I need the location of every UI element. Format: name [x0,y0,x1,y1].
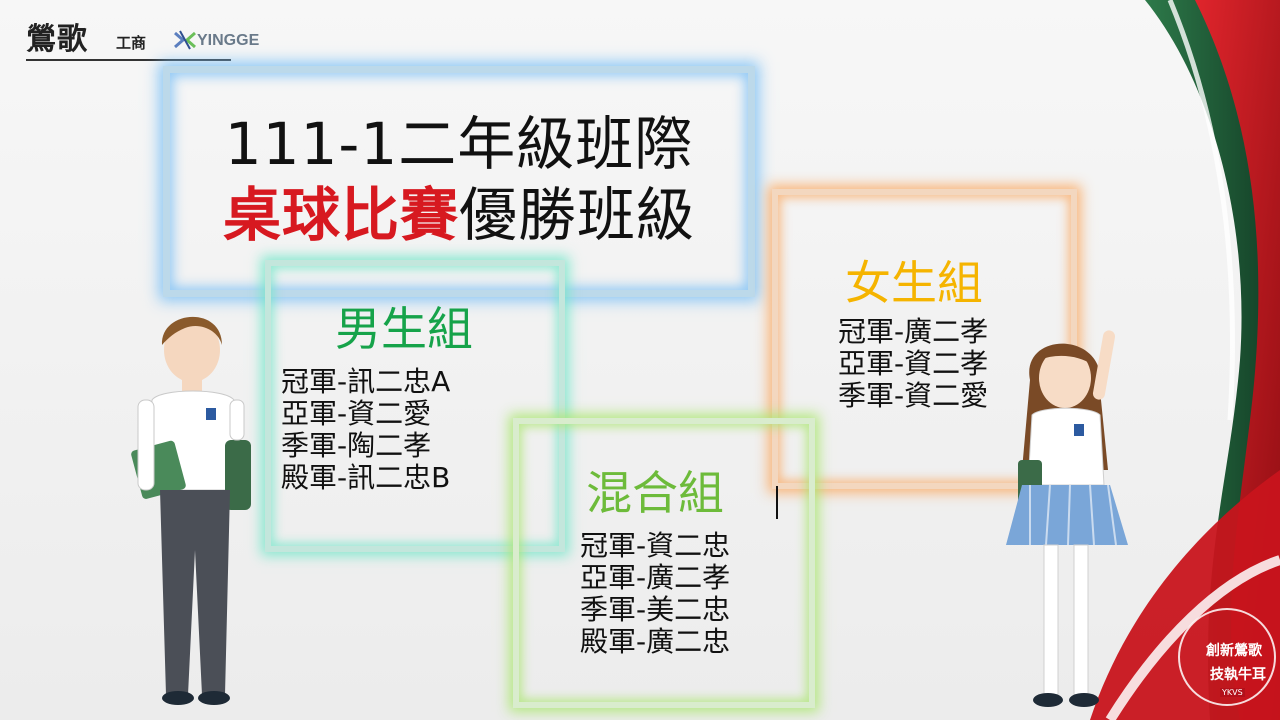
logo-english-name: YINGGE [197,32,260,49]
badge-line-2: 技執牛耳 [1210,667,1266,683]
list-item: 冠軍-廣二孝 [838,315,989,348]
girls-results-list: 冠軍-廣二孝 亞軍-資二孝 季軍-資二愛 [838,316,988,412]
badge-circle [1178,608,1276,706]
list-item: 冠軍-訊二忠A [281,365,451,398]
badge-emblem-icon: 創新鶯歌 技執牛耳 YKVS [1170,600,1280,710]
badge-line-1: 創新鶯歌 [1206,643,1262,659]
mixed-group-title: 混合組 [586,466,724,520]
girls-frame [772,189,1077,489]
list-item: 殿軍-廣二忠 [580,625,731,658]
logo-chinese-name: 鶯歌 [26,22,88,57]
list-item: 季軍-美二忠 [580,593,731,626]
page-title-line-2: 桌球比賽優勝班級 [163,186,755,244]
boys-frame [265,260,565,552]
boy-student-illustration [131,316,251,705]
list-item: 殿軍-訊二忠B [281,461,451,494]
badge-tag: YKVS [1220,688,1245,697]
list-item: 亞軍-資二孝 [838,347,989,380]
girl-student-illustration [1006,330,1128,707]
logo-subtitle: 工商 [116,34,147,52]
list-item: 季軍-資二愛 [838,379,989,412]
list-item: 亞軍-資二愛 [281,397,432,430]
school-logo: 鶯歌 工商 YINGGE [26,12,259,61]
title-frame [163,66,755,297]
title-rest: 優勝班級 [459,181,696,249]
text-cursor [776,486,778,519]
girls-group-title: 女生組 [845,256,983,310]
boys-group-title: 男生組 [335,302,473,356]
mixed-results-list: 冠軍-資二忠 亞軍-廣二孝 季軍-美二忠 殿軍-廣二忠 [580,530,730,658]
yingge-logo-icon [174,30,196,50]
list-item: 冠軍-資二忠 [580,529,731,562]
page-title-line-1: 111-1二年級班際 [224,110,694,178]
mixed-frame [513,418,815,708]
title-highlight: 桌球比賽 [222,181,459,249]
logo-underline [26,59,231,61]
boys-results-list: 冠軍-訊二忠A 亞軍-資二愛 季軍-陶二孝 殿軍-訊二忠B [281,366,450,494]
list-item: 季軍-陶二孝 [281,429,432,462]
list-item: 亞軍-廣二孝 [580,561,731,594]
